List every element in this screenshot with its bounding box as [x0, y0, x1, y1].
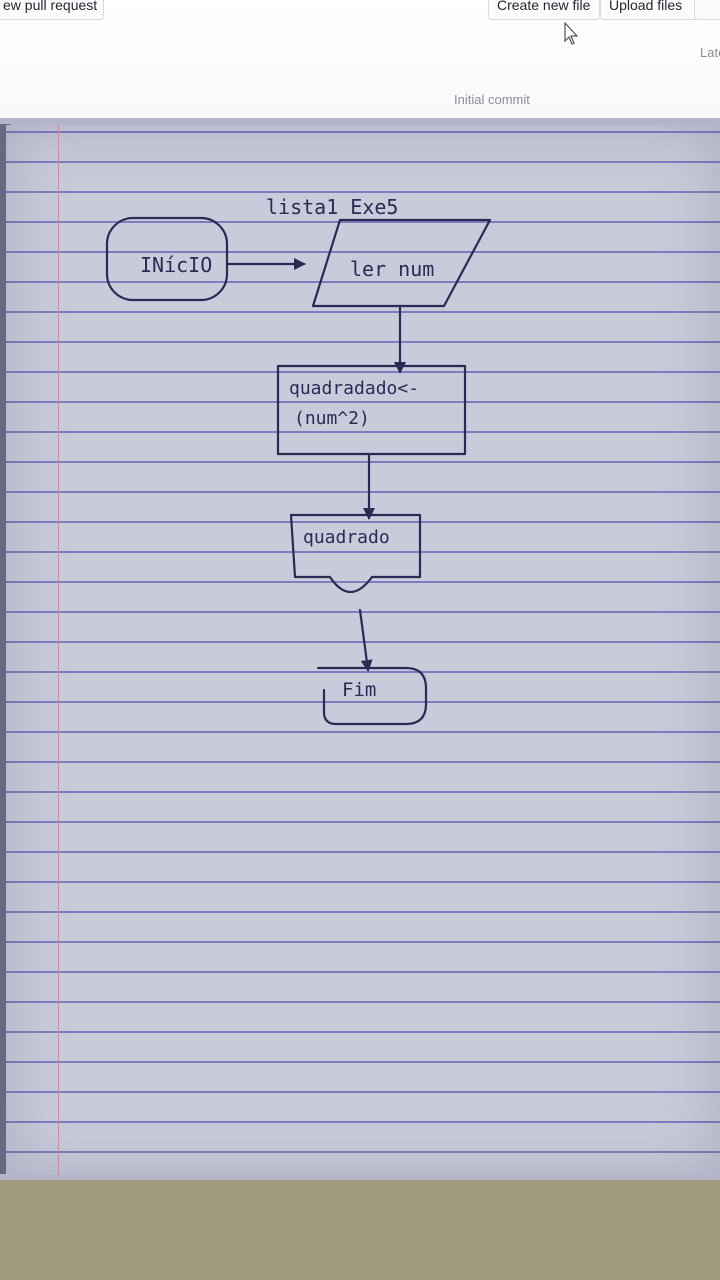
new-pull-request-button[interactable]: ew pull request: [0, 0, 104, 20]
output-label: quadrado: [303, 527, 390, 548]
mouse-cursor-icon: [564, 22, 579, 45]
output-shape: [289, 513, 422, 594]
input-label: ler num: [350, 257, 434, 281]
process-label-line2: (num^2): [294, 408, 370, 429]
process-box: [276, 364, 467, 456]
end-label: Fim: [342, 679, 376, 701]
input-parallelogram: [311, 218, 492, 308]
find-file-button[interactable]: [694, 0, 720, 20]
notebook-page: [6, 125, 720, 1175]
margin-line: [58, 125, 59, 1175]
arrow-output-to-end: [358, 608, 373, 672]
notebook-spine: [0, 124, 10, 1174]
upload-files-button[interactable]: Upload files: [600, 0, 700, 20]
end-terminal: [316, 666, 428, 726]
create-new-file-button[interactable]: Create new file: [488, 0, 600, 20]
commit-message[interactable]: Initial commit: [454, 92, 530, 107]
process-label-line1: quadradado<-: [289, 378, 419, 399]
github-screen: ew pull request Create new file Upload f…: [0, 0, 720, 130]
diagram-title: lista1 Exe5: [266, 195, 398, 219]
latest-commit-label: Late: [700, 45, 720, 60]
start-terminal: [105, 216, 229, 302]
start-label: INícIO: [140, 253, 212, 277]
